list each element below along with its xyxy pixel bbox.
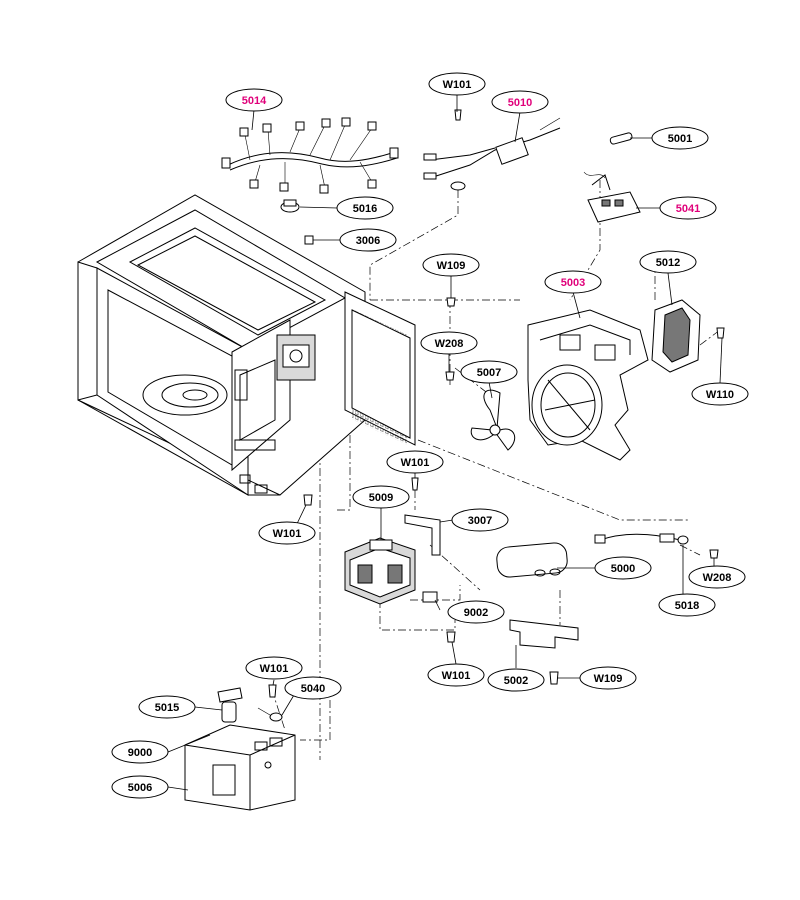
callout-5010: 5010 — [491, 90, 549, 114]
svg-text:W101: W101 — [273, 528, 302, 540]
part-5003-air-guide — [527, 309, 649, 461]
svg-text:W101: W101 — [260, 663, 289, 675]
screw-w109-a — [446, 297, 456, 307]
svg-text:W110: W110 — [706, 389, 734, 401]
screw-w101-top — [454, 109, 462, 121]
wire-harness — [221, 117, 399, 194]
callout-w101-low: W101 — [427, 663, 485, 687]
svg-text:5000: 5000 — [611, 563, 635, 575]
svg-text:5015: 5015 — [155, 702, 179, 714]
callout-w109-a: W109 — [422, 253, 480, 277]
part-9000-5006-base — [184, 724, 296, 811]
callout-3007: 3007 — [451, 508, 509, 532]
callout-5006: 5006 — [111, 775, 169, 799]
screw-w110 — [716, 327, 725, 339]
part-9002 — [422, 591, 438, 603]
screw-w208-a — [445, 371, 455, 381]
callout-5003: 5003 — [544, 270, 602, 294]
callout-5002: 5002 — [487, 668, 545, 692]
svg-text:9000: 9000 — [128, 747, 152, 759]
part-5016 — [280, 199, 300, 213]
svg-text:5041: 5041 — [676, 203, 700, 215]
svg-text:W109: W109 — [437, 260, 466, 272]
svg-text:3006: 3006 — [356, 235, 380, 247]
screw-w101-low — [446, 631, 456, 643]
svg-text:5018: 5018 — [675, 600, 699, 612]
screw-w101-bot — [268, 684, 277, 698]
callout-w110: W110 — [691, 382, 749, 406]
part-5002-bracket — [509, 619, 579, 649]
callout-5040: 5040 — [284, 676, 342, 700]
svg-text:5007: 5007 — [477, 367, 501, 379]
svg-text:W208: W208 — [435, 338, 464, 350]
callout-5041: 5041 — [659, 196, 717, 220]
callout-3006: 3006 — [339, 228, 397, 252]
screw-w208-b — [709, 549, 719, 559]
svg-text:W101: W101 — [443, 79, 472, 91]
callout-w101-left: W101 — [258, 521, 316, 545]
callout-5015: 5015 — [138, 695, 196, 719]
part-5010 — [423, 117, 561, 191]
screw-w101-left — [303, 494, 313, 506]
svg-text:5016: 5016 — [353, 203, 377, 215]
callout-9000: 9000 — [111, 740, 169, 764]
callout-w101-mid: W101 — [386, 450, 444, 474]
part-3007-bracket — [404, 514, 441, 556]
vent-grid — [351, 309, 411, 439]
svg-text:5009: 5009 — [369, 492, 393, 504]
screw-w101-mid — [411, 477, 419, 491]
callout-5014: 5014 — [225, 88, 283, 112]
callout-w109-b: W109 — [579, 666, 637, 690]
svg-text:5001: 5001 — [668, 133, 692, 145]
svg-text:5012: 5012 — [656, 257, 680, 269]
callout-9002: 9002 — [447, 600, 505, 624]
callout-w101-bot: W101 — [245, 656, 303, 680]
part-5015-motor — [217, 687, 243, 723]
callout-w208-a: W208 — [420, 331, 478, 355]
callout-5000: 5000 — [594, 556, 652, 580]
svg-text:W208: W208 — [703, 572, 732, 584]
svg-text:5003: 5003 — [561, 277, 585, 289]
svg-text:9002: 9002 — [464, 607, 488, 619]
callout-5012: 5012 — [639, 250, 697, 274]
part-5007-fan — [470, 389, 516, 451]
svg-text:W101: W101 — [442, 670, 471, 682]
part-3006 — [304, 235, 314, 245]
svg-text:5010: 5010 — [508, 97, 532, 109]
svg-text:5006: 5006 — [128, 782, 152, 794]
svg-text:W101: W101 — [401, 457, 430, 469]
svg-text:5014: 5014 — [242, 95, 267, 107]
screw-w109-b — [549, 671, 559, 685]
callout-5018: 5018 — [658, 593, 716, 617]
callout-w208-b: W208 — [688, 565, 746, 589]
part-5000-capacitor — [496, 542, 568, 578]
part-5009-transformer — [344, 537, 416, 605]
svg-text:5002: 5002 — [504, 675, 528, 687]
callout-5009: 5009 — [352, 485, 410, 509]
callout-5016: 5016 — [336, 196, 394, 220]
svg-text:W109: W109 — [594, 673, 623, 685]
callout-w101-top: W101 — [428, 72, 486, 96]
part-5018-diode — [594, 533, 689, 545]
part-5040 — [257, 707, 283, 722]
callout-5001: 5001 — [651, 126, 709, 150]
svg-text:3007: 3007 — [468, 515, 492, 527]
part-5041-board — [583, 171, 641, 223]
cavity-assembly — [77, 194, 416, 496]
part-5012 — [651, 299, 701, 373]
svg-text:5040: 5040 — [301, 683, 325, 695]
callout-5007: 5007 — [460, 360, 518, 384]
part-5001-fuse — [609, 132, 633, 145]
